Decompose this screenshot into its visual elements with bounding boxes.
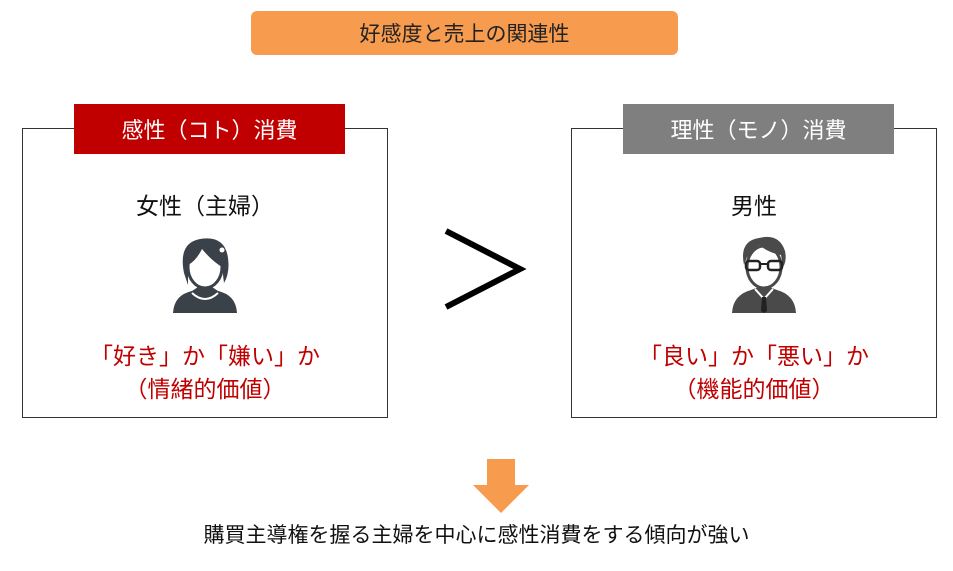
conclusion-text: 購買主導権を握る主婦を中心に感性消費をする傾向が強い [203,523,750,547]
female-criterion: 「好き」か「嫌い」か [90,344,320,370]
male-value-type: （機能的価値） [673,377,835,403]
female-value-type: （情緒的価値） [124,377,286,403]
rational-consumption-box: 理性（モノ）消費 男性 「良い」か「悪い」か （機能的価値） [571,104,937,418]
rational-consumption-tag: 理性（モノ）消費 [623,104,894,154]
man-avatar-icon [732,236,796,313]
emotional-consumption-tag: 感性（コト）消費 [74,104,345,154]
female-label: 女性（主婦） [136,194,274,220]
greater-than-icon [444,228,527,310]
male-label: 男性 [731,194,777,220]
emotional-consumption-box: 感性（コト）消費 女性（主婦） 「好き」か「嫌い」か （情緒的価値） [22,104,388,418]
woman-avatar-icon [173,238,237,313]
diagram-title: 好感度と売上の関連性 [251,11,678,55]
male-criterion: 「良い」か「悪い」か [639,344,869,370]
down-arrow-icon [473,459,529,513]
